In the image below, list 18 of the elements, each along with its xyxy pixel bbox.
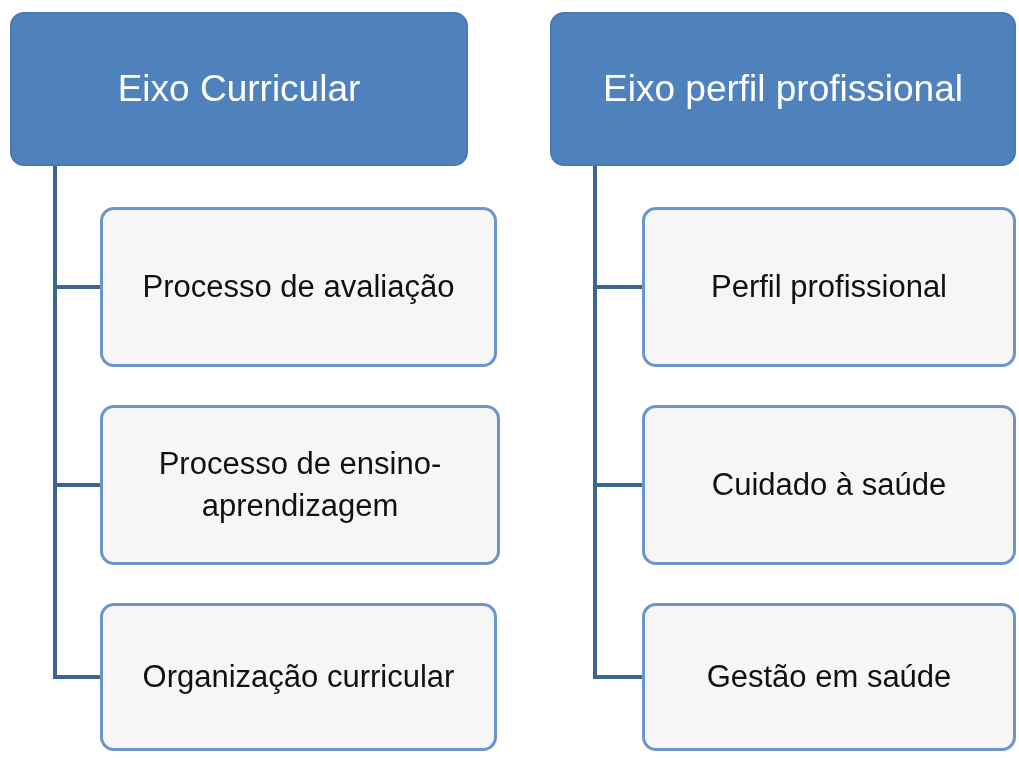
topic-box [100,405,500,565]
connector-line [593,166,642,679]
topic-box [642,603,1016,751]
box-label: Processo de ensino-aprendizagem [157,445,443,525]
connector-line [53,166,100,679]
heading-box [10,12,468,166]
topic-box [100,207,497,367]
box-label: Gestão em saúde [706,658,952,697]
heading-box [550,12,1016,166]
topic-box [100,603,497,751]
box-label: Eixo perfil profissional [603,68,963,110]
topic-box [642,207,1016,367]
box-label: Organização curricular [142,658,455,697]
box-label: Processo de avaliação [142,268,455,307]
topic-box [642,405,1016,565]
box-label: Eixo Curricular [117,68,361,110]
box-label: Perfil profissional [710,268,947,307]
box-label: Cuidado à saúde [711,466,947,505]
